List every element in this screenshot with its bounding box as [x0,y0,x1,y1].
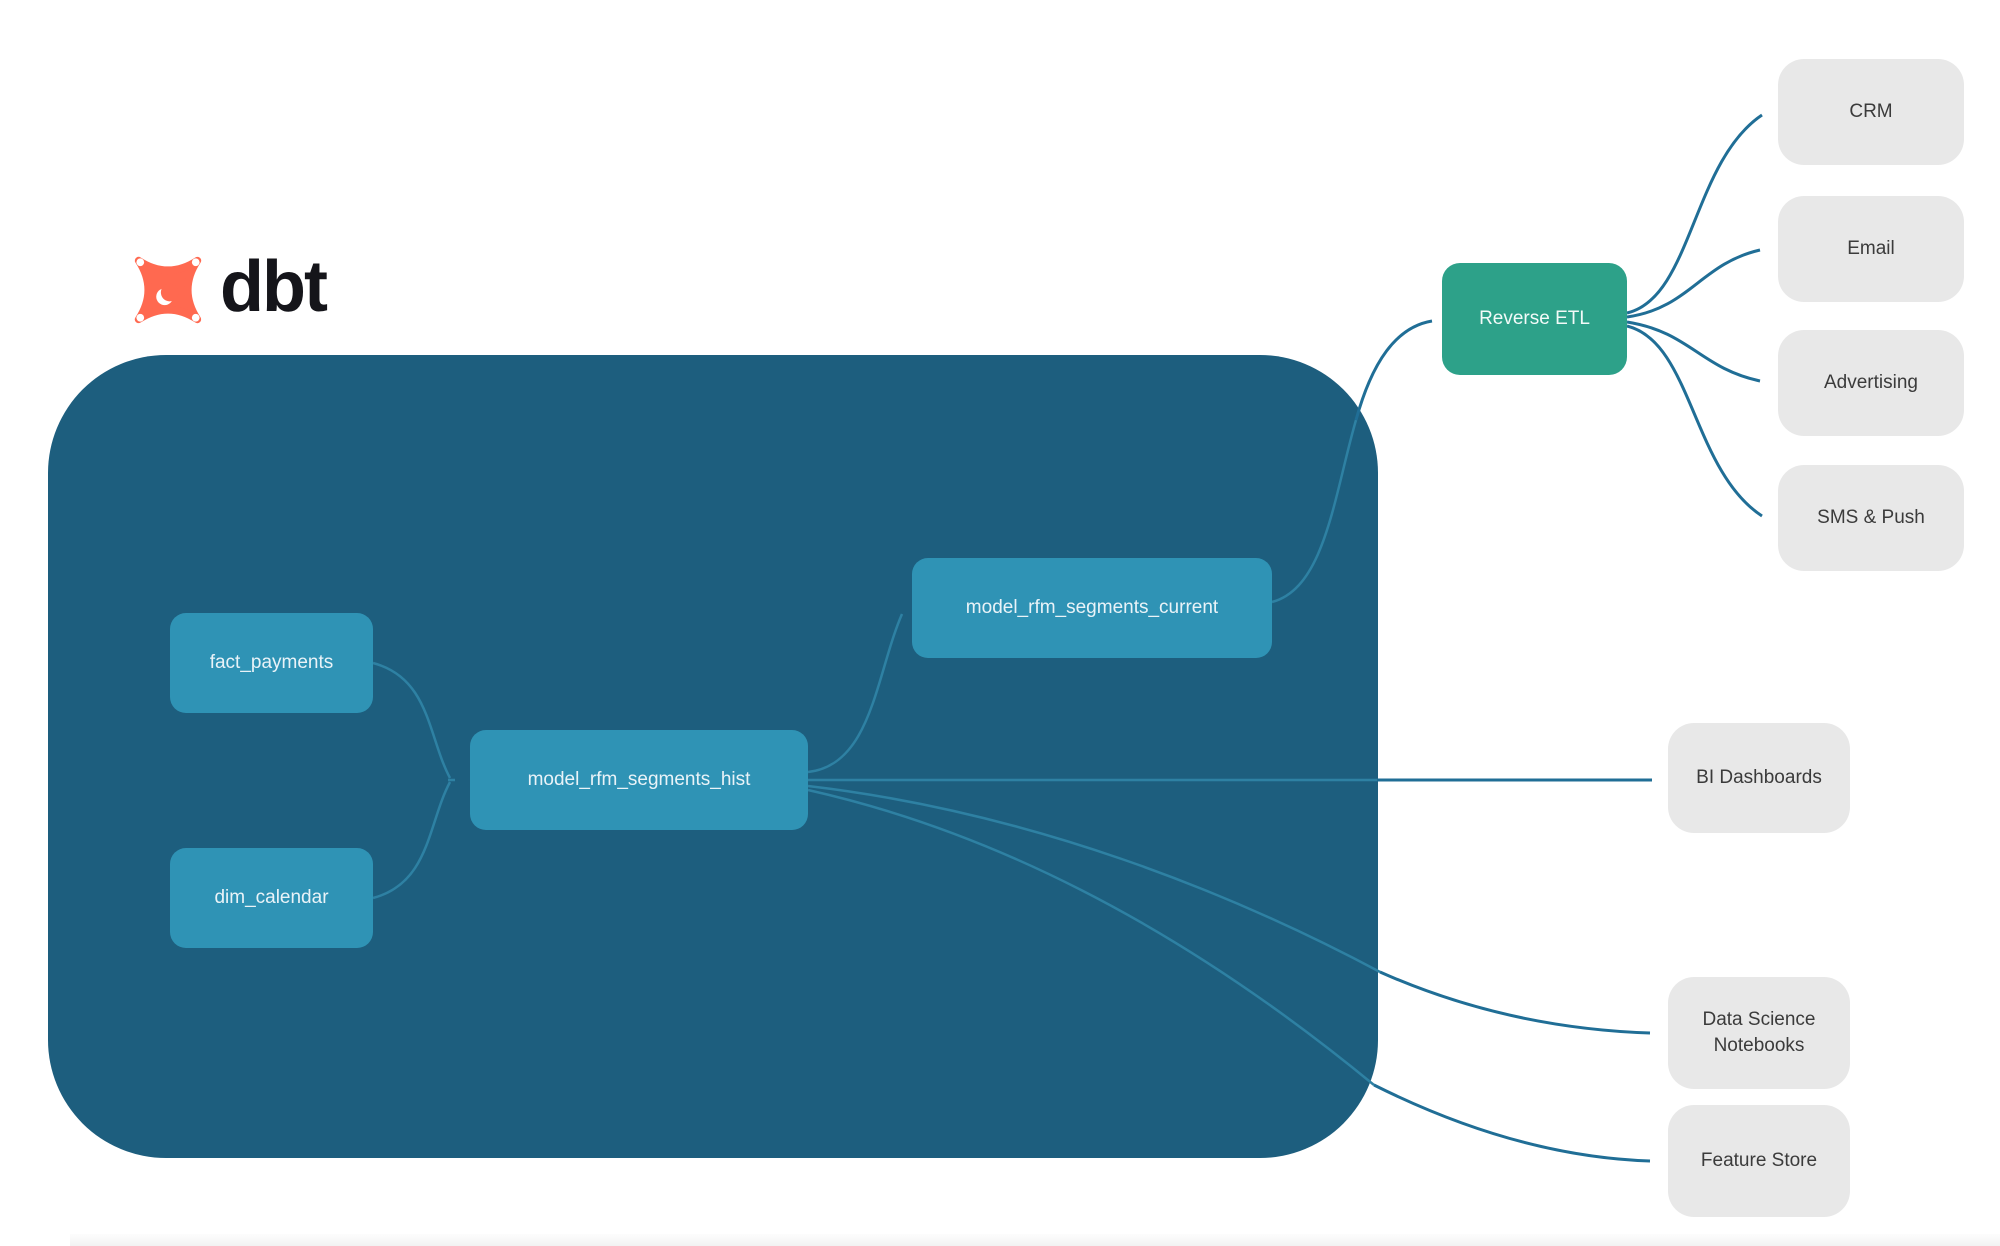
edge-hist-to-featurestore-inside [807,788,1375,1086]
node-crm: CRM [1778,59,1964,165]
node-model-rfm-segments-hist: model_rfm_segments_hist [470,730,808,830]
node-model-rfm-segments-current: model_rfm_segments_current [912,558,1272,658]
node-sms-push: SMS & Push [1778,465,1964,571]
node-label: Email [1847,238,1895,260]
node-feature-store: Feature Store [1668,1105,1850,1217]
edge-boundary-to-reverse-etl [1354,319,1433,421]
edge-reverse-etl-to-crm [1626,113,1763,315]
edge-dim-calendar-to-hist [372,781,452,900]
node-label: Advertising [1824,372,1918,394]
edge-hist-to-notebooks-inside [807,784,1381,974]
node-label: BI Dashboards [1696,767,1822,789]
node-data-science-notebooks: Data Science Notebooks [1668,977,1850,1089]
edge-hist-to-notebooks-outside [1379,970,1651,1035]
node-label: Feature Store [1700,1150,1818,1172]
node-label: SMS & Push [1817,507,1925,529]
node-label: dim_calendar [214,887,329,908]
node-label: CRM [1849,101,1893,123]
node-label: fact_payments [209,652,334,673]
node-label: model_rfm_segments_current [965,597,1219,618]
edge-current-to-boundary [1271,419,1358,604]
dbt-wordmark: dbt [220,247,328,327]
node-fact-payments: fact_payments [170,613,373,713]
node-bi-dashboards: BI Dashboards [1668,723,1850,833]
node-email: Email [1778,196,1964,302]
dbt-logo: dbt [126,247,328,332]
dbt-logo-icon [134,256,202,324]
node-label: Reverse ETL [1479,308,1590,329]
node-label: Data Science Notebooks [1702,1009,1816,1056]
edge-reverse-etl-to-sms-push [1626,324,1763,518]
node-advertising: Advertising [1778,330,1964,436]
edge-fact-payments-to-hist [372,661,452,779]
bottom-edge-strip [70,1234,2000,1246]
node-reverse-etl: Reverse ETL [1442,263,1627,375]
edge-hist-to-current [807,613,904,774]
edge-reverse-etl-to-email [1626,248,1761,319]
edge-hist-to-featurestore-outside [1373,1083,1651,1163]
edge-reverse-etl-to-advertising [1626,320,1761,383]
node-label: model_rfm_segments_hist [527,769,751,790]
node-dim-calendar: dim_calendar [170,848,373,948]
